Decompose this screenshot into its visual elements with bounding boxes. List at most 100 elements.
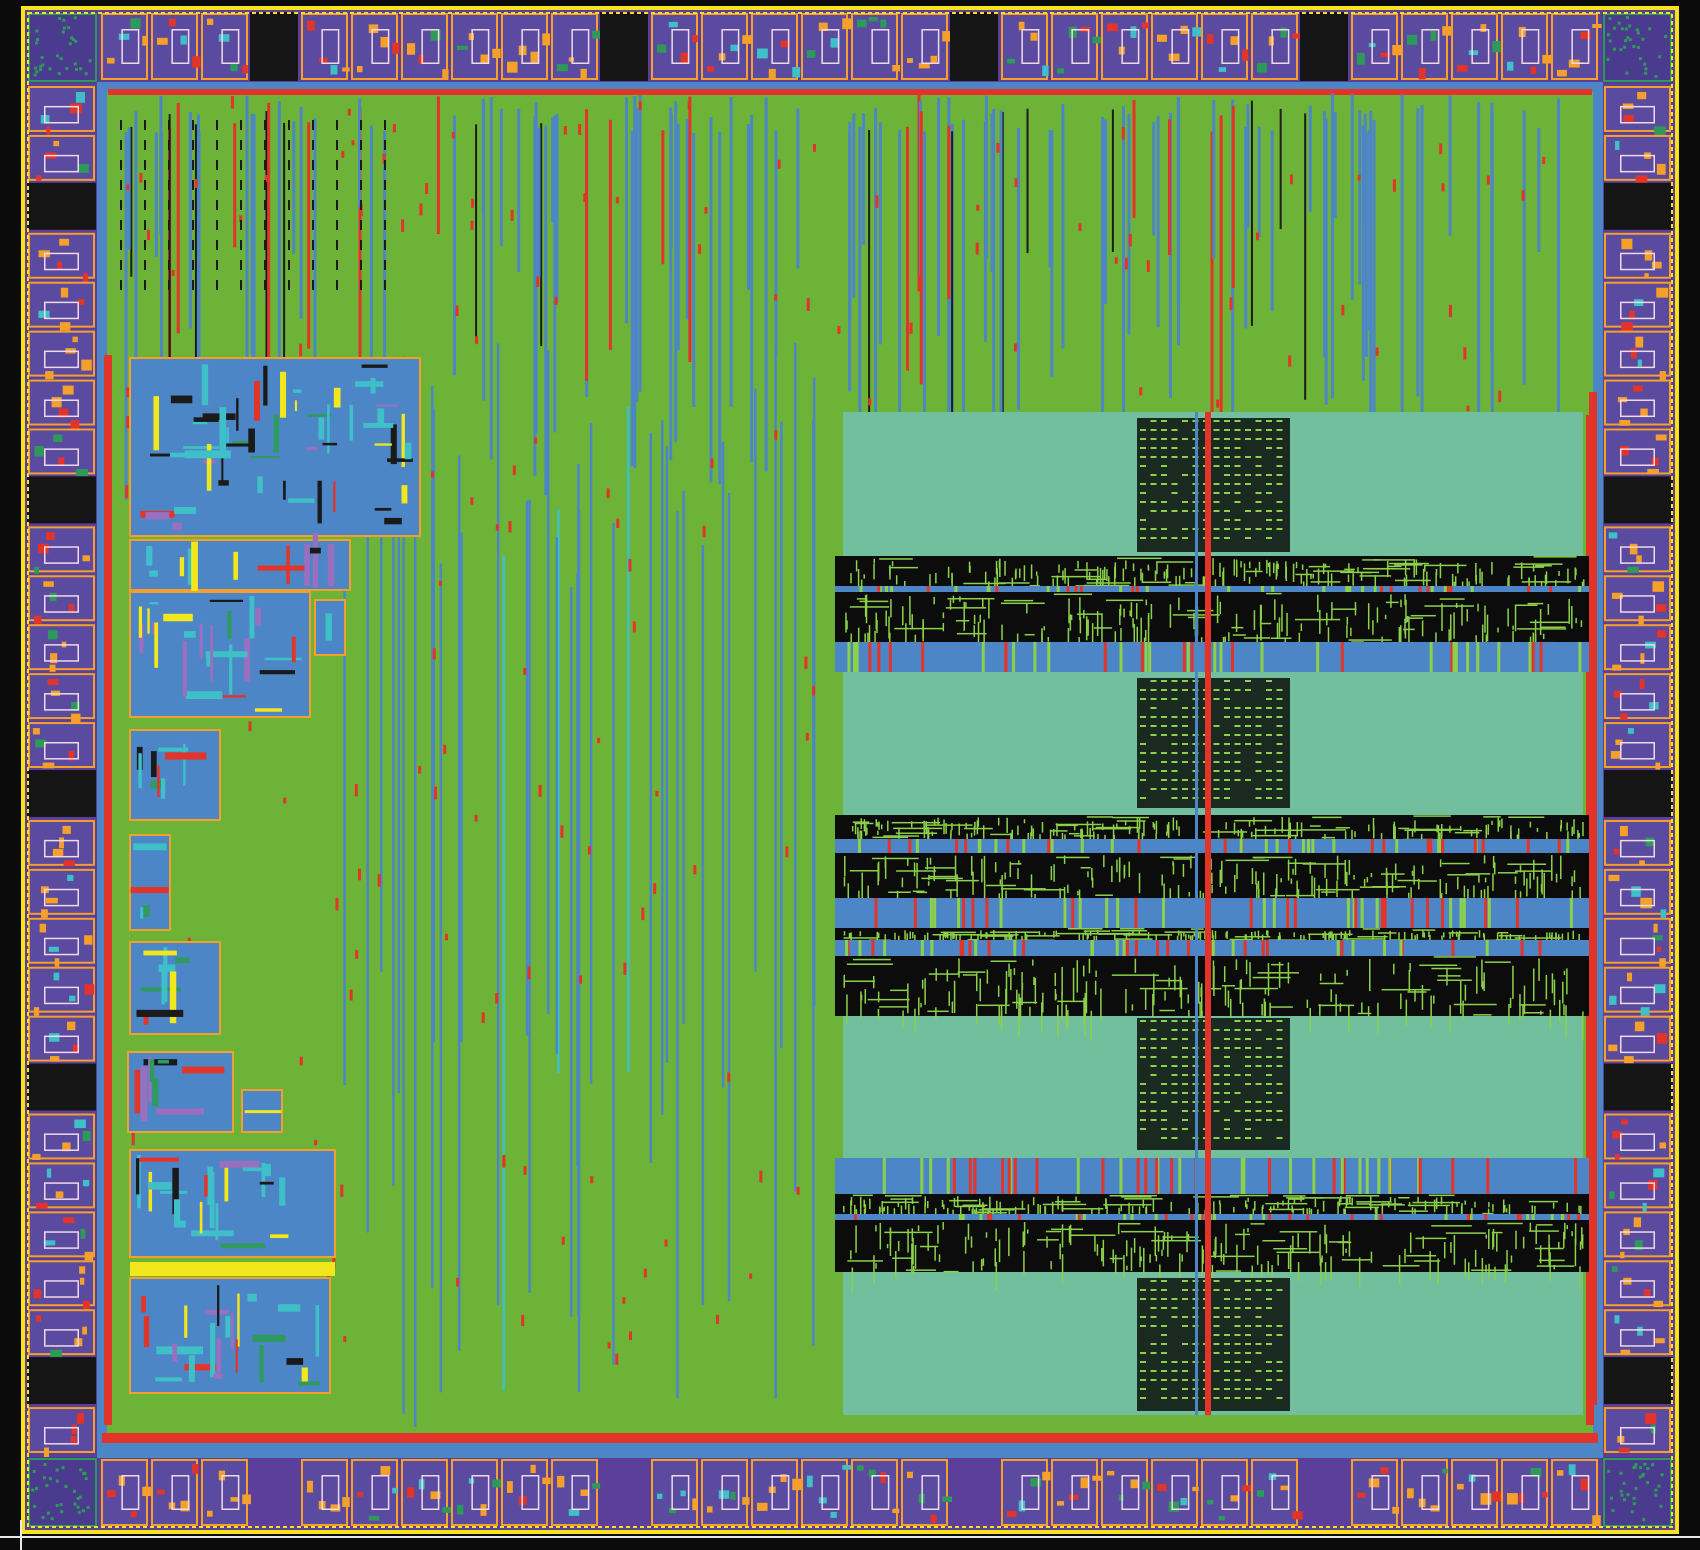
bitcell-line-h <box>924 824 973 826</box>
corner-dot <box>60 1510 64 1514</box>
pad-outline <box>501 1459 548 1526</box>
bitcell-line <box>1027 1229 1029 1234</box>
bitcell-line-h <box>1419 964 1458 967</box>
decoder-cell <box>1224 465 1230 467</box>
bitcell-line-h <box>1076 613 1103 615</box>
bitcell-line-h <box>1362 928 1381 930</box>
decoder-cell <box>1276 429 1283 431</box>
decoder-cell <box>1266 1101 1272 1103</box>
band-strap <box>1101 1158 1105 1194</box>
via <box>470 220 474 230</box>
left-pad <box>28 330 95 380</box>
bitcell-line-h <box>1533 556 1577 558</box>
band-strap <box>1017 1214 1021 1220</box>
bitcell-line <box>1338 1198 1341 1207</box>
bitcell-line <box>973 625 975 638</box>
band-strap <box>1484 1214 1488 1220</box>
bitcell-line <box>1190 855 1192 869</box>
bitcell-line <box>1372 930 1374 940</box>
bitcell-line <box>1571 606 1573 629</box>
band-strap <box>1399 940 1403 956</box>
decoder-cell <box>1140 761 1146 763</box>
bitcell-line <box>1408 1202 1411 1207</box>
via <box>349 989 353 1001</box>
via <box>425 183 429 194</box>
route-track <box>1279 108 1282 230</box>
bitcell-line <box>1061 1206 1063 1212</box>
marker <box>288 160 290 170</box>
pad-spacer <box>27 770 96 817</box>
macro-feature <box>294 400 297 412</box>
bitcell-line <box>1567 568 1569 584</box>
bitcell-line <box>933 866 936 882</box>
pad-feature <box>318 58 328 63</box>
bitcell-line <box>1526 878 1528 897</box>
bitcell-line-h <box>957 971 986 973</box>
macro-feature <box>327 404 330 454</box>
pad-feature <box>1653 1168 1665 1178</box>
band-strap <box>1578 586 1582 592</box>
decoder-cell <box>1182 1047 1188 1049</box>
bitcell-line <box>1258 561 1261 571</box>
band-strap <box>1182 642 1186 672</box>
pad-feature <box>1057 1501 1065 1506</box>
bitcell-line-h <box>1276 1251 1320 1254</box>
decoder-cell <box>1266 1388 1272 1390</box>
decoder-cell <box>1266 1092 1272 1094</box>
decoder-cell <box>1150 1074 1157 1076</box>
bitcell-line <box>907 858 909 866</box>
bitcell-line <box>1522 1004 1524 1019</box>
decoder-cell <box>1161 1110 1167 1112</box>
top-pad <box>1051 13 1103 80</box>
decoder-cell <box>1276 1038 1283 1040</box>
via <box>536 276 540 287</box>
bitcell-line <box>1534 619 1537 644</box>
bitcell-line <box>1006 935 1008 941</box>
top-pad <box>851 13 901 80</box>
pad-feature <box>1656 1033 1668 1044</box>
bitcell-line-h <box>1412 929 1436 931</box>
pad-body <box>1051 1459 1098 1526</box>
bitcell-line <box>1308 1207 1311 1215</box>
band-strap <box>1388 1158 1392 1194</box>
pad-bond <box>1371 29 1390 64</box>
bitcell-line-h <box>1387 565 1402 568</box>
bitcell-line <box>1467 1262 1470 1280</box>
bitcell-line <box>1547 604 1550 615</box>
via <box>1341 304 1345 316</box>
bitcell-line-h <box>1441 862 1470 865</box>
decoder-cell <box>1213 1370 1220 1372</box>
bitcell-line <box>1216 595 1219 624</box>
via <box>777 159 781 169</box>
band-strap <box>1549 586 1553 592</box>
band-strap <box>1340 1158 1344 1194</box>
bitcell-line <box>1375 1208 1377 1218</box>
via <box>382 153 386 164</box>
bitcell-line <box>1036 575 1039 590</box>
pad-feature <box>58 408 69 418</box>
bottom-pad <box>801 1459 853 1526</box>
marker <box>312 240 314 250</box>
pad-feature <box>1613 848 1620 855</box>
decoder-cell <box>1171 1137 1178 1139</box>
route-track-long <box>780 421 783 1049</box>
decoder-cell <box>1255 1065 1262 1067</box>
decoder-cell <box>1182 1101 1188 1103</box>
macro-feature <box>355 381 384 387</box>
bitcell-line <box>928 874 930 881</box>
bitcell-line <box>1294 858 1297 876</box>
bitcell-line-h <box>1453 1003 1497 1006</box>
band-strap <box>1473 839 1477 853</box>
macro-feature <box>140 1066 148 1122</box>
decoder-cell <box>1245 1325 1251 1327</box>
decoder-cell <box>1255 420 1262 422</box>
decoder-cell <box>1255 429 1262 431</box>
pad-feature <box>1648 1179 1658 1191</box>
macro-feature <box>249 596 255 639</box>
bitcell-line-h <box>1209 987 1222 990</box>
bitcell-line <box>1223 1253 1225 1265</box>
bitcell-line-h <box>1123 934 1173 936</box>
decoder-cell <box>1234 465 1241 467</box>
corner-dot <box>1636 45 1640 49</box>
pad-feature <box>180 1500 190 1512</box>
